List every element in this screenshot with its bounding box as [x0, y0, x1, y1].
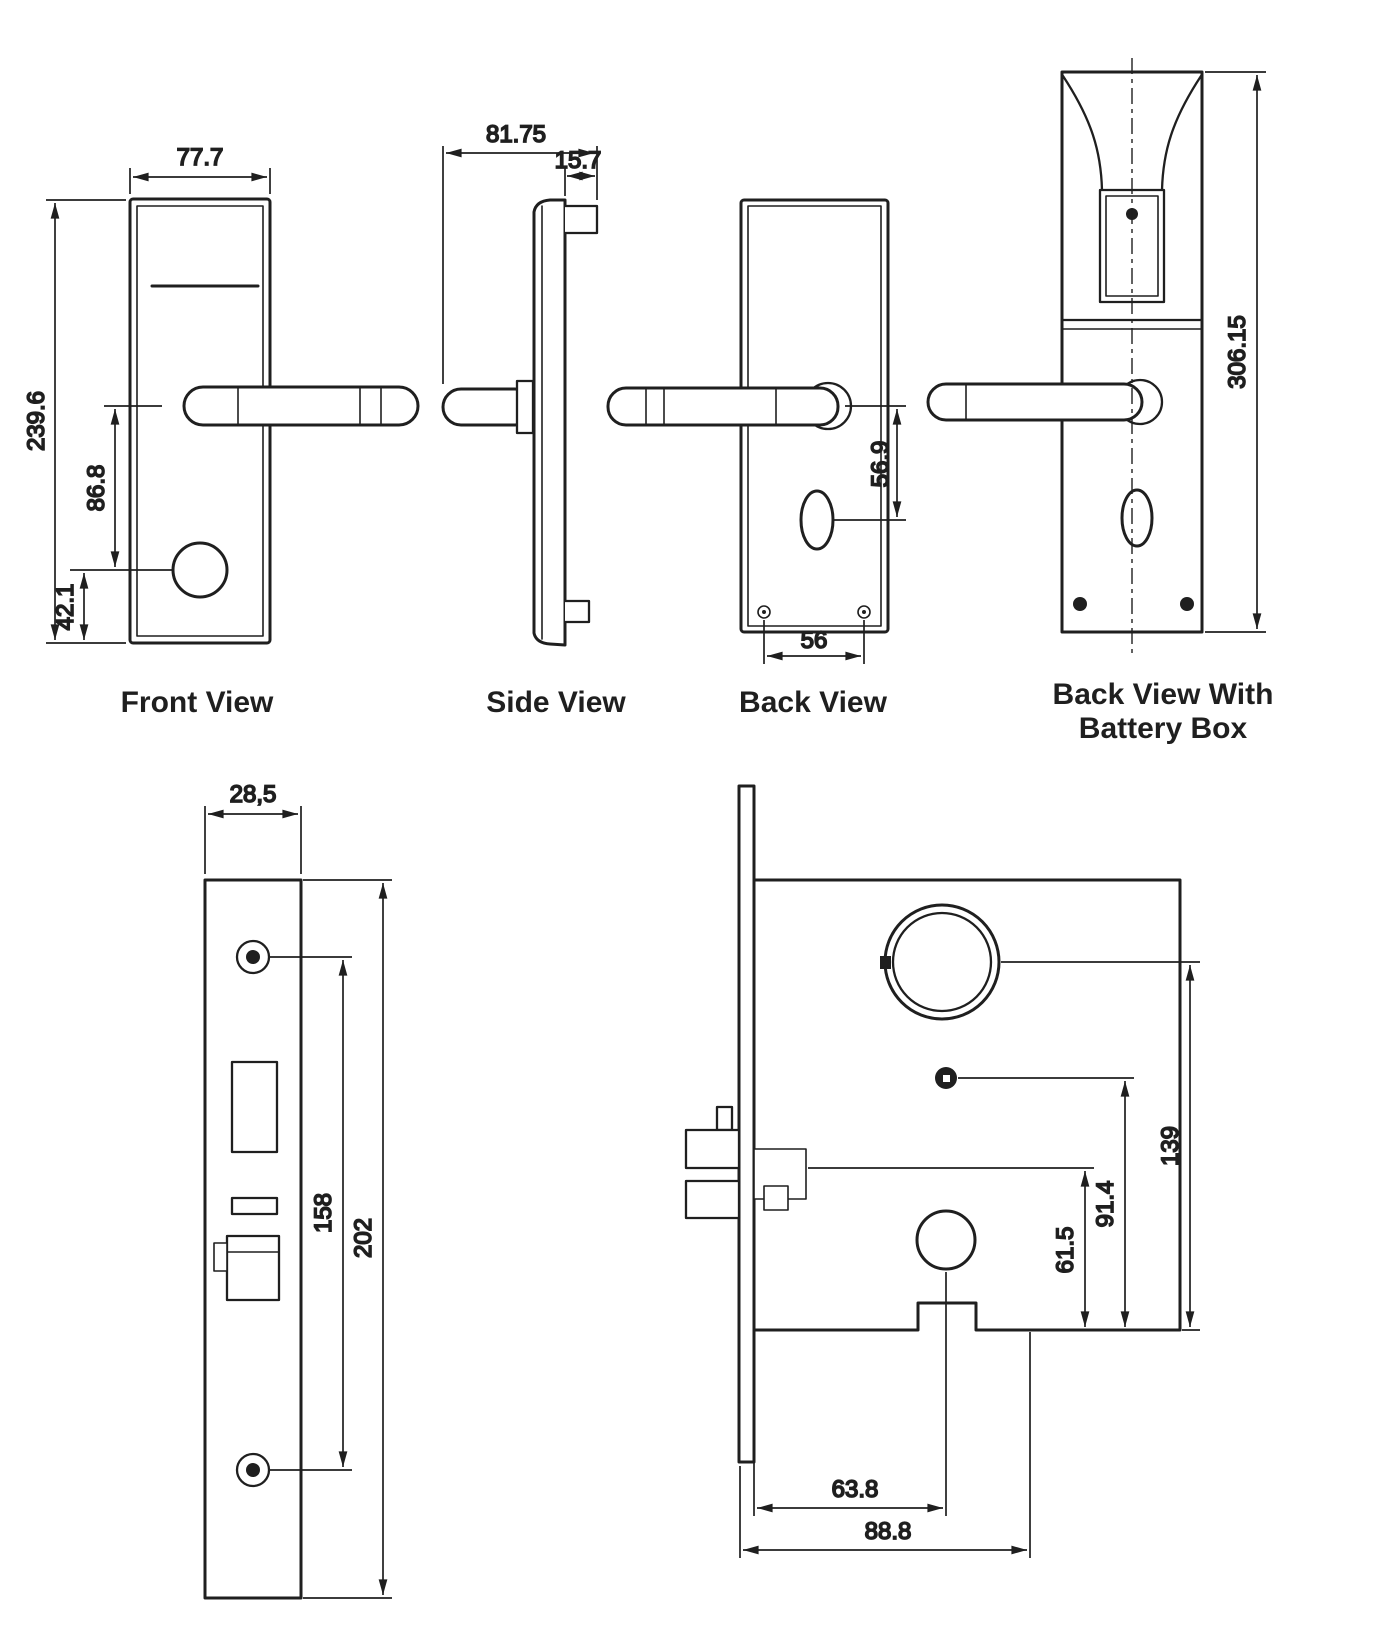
front-view-label: Front View — [121, 686, 274, 719]
dim-back-569-text: 56.9 — [867, 441, 894, 488]
back-keyhole — [799, 489, 835, 551]
dim-front-cylinder-to-bottom: 42.1 — [51, 573, 89, 640]
lockbody-faceplate — [737, 784, 756, 1464]
dim-faceplate-width-text: 28,5 — [230, 781, 277, 808]
dim-battery-height-text: 306.15 — [1224, 315, 1251, 388]
dim-front-width: 77.7 — [129, 143, 271, 194]
latch-window — [230, 1060, 279, 1154]
lockbody-cylinder — [880, 903, 1001, 1021]
back-handle — [606, 386, 840, 427]
dim-faceplate-width: 28,5 — [204, 780, 302, 874]
dim-front-handle-to-cylinder: 86.8 — [70, 405, 173, 571]
dim-back-handle-to-keyhole: 56.9 — [833, 405, 906, 521]
lockbody-latch-assembly — [684, 1105, 807, 1220]
battery-view-label-line2: Battery Box — [1079, 712, 1248, 745]
dim-body-cylinder-height: 139 — [1001, 961, 1200, 1331]
dim-body-615-text: 61.5 — [1052, 1227, 1079, 1274]
dim-body-deadbolt-offset: 63.8 — [753, 1272, 947, 1516]
dim-front-42-text: 42.1 — [52, 584, 79, 631]
battery-screw-right — [1180, 597, 1194, 611]
front-handle — [182, 385, 420, 427]
dim-front-width-text: 77.7 — [177, 144, 224, 171]
faceplate-view: 28,5 158 202 — [203, 780, 392, 1600]
back-view-battery: 306.15 Back View With Battery Box — [926, 58, 1274, 745]
dim-battery-height: 306.15 — [1205, 71, 1266, 633]
dim-back-screw-spacing: 56 — [763, 620, 865, 664]
dim-body-139-text: 139 — [1157, 1126, 1184, 1166]
side-handle-collar — [515, 379, 535, 435]
battery-handle — [926, 382, 1144, 422]
dim-side-lip: 15.7 — [554, 146, 602, 196]
side-view-label: Side View — [486, 686, 626, 719]
battery-shoulder-left — [1061, 74, 1104, 192]
dim-back-56-text: 56 — [801, 627, 828, 654]
dim-front-86-text: 86.8 — [83, 465, 110, 512]
deadbolt-side-tab — [213, 1242, 228, 1272]
key-cylinder — [171, 541, 229, 599]
back-screw-left — [757, 605, 771, 619]
battery-keyhole — [1120, 488, 1154, 548]
lockbody-spindle-hub — [935, 1067, 957, 1089]
side-view: 81.75 15.7 Side View — [441, 120, 626, 719]
dim-body-latch-height: 61.5 — [808, 1167, 1094, 1327]
dim-body-hub-height: 91.4 — [958, 1077, 1134, 1327]
side-plate-profile — [532, 198, 567, 647]
battery-door-inner — [1105, 195, 1159, 297]
dim-body-888-text: 88.8 — [865, 1518, 912, 1545]
faceplate-screw-top — [235, 939, 271, 975]
dim-side-depth: 81.75 — [442, 120, 598, 384]
back-screw-right — [857, 605, 871, 619]
lock-body-view: 139 91.4 61.5 63.8 88.8 — [684, 784, 1200, 1558]
lockbody-case — [752, 878, 1182, 1332]
faceplate-screw-bottom — [235, 1452, 271, 1488]
dim-body-638-text: 63.8 — [832, 1476, 879, 1503]
dim-front-height-text: 239.6 — [23, 391, 50, 451]
dim-faceplate-202-text: 202 — [350, 1218, 377, 1258]
dim-faceplate-height: 202 — [303, 879, 392, 1599]
dim-faceplate-screw-spacing: 158 — [270, 956, 352, 1471]
side-bottom-lip — [563, 599, 591, 624]
lockbody-deadbolt — [915, 1209, 977, 1271]
deadbolt-window — [225, 1234, 281, 1302]
front-view: 77.7 239.6 86.8 42.1 Front View — [22, 143, 420, 719]
dim-body-914-text: 91.4 — [1092, 1181, 1119, 1228]
side-top-lip — [563, 204, 599, 235]
back-view-label: Back View — [739, 686, 888, 719]
dim-side-depth-text: 81.75 — [486, 121, 546, 148]
battery-shoulder-right — [1160, 74, 1203, 192]
auxiliary-window — [230, 1196, 279, 1216]
dim-faceplate-158-text: 158 — [310, 1193, 337, 1233]
back-view: 56.9 56 Back View — [606, 198, 906, 719]
battery-view-label-line1: Back View With — [1053, 678, 1274, 711]
battery-screw-left — [1073, 597, 1087, 611]
dim-front-height: 239.6 — [22, 199, 126, 644]
dim-body-cylinder-offset: 88.8 — [739, 1332, 1031, 1558]
dim-side-lip-text: 15.7 — [555, 147, 602, 174]
